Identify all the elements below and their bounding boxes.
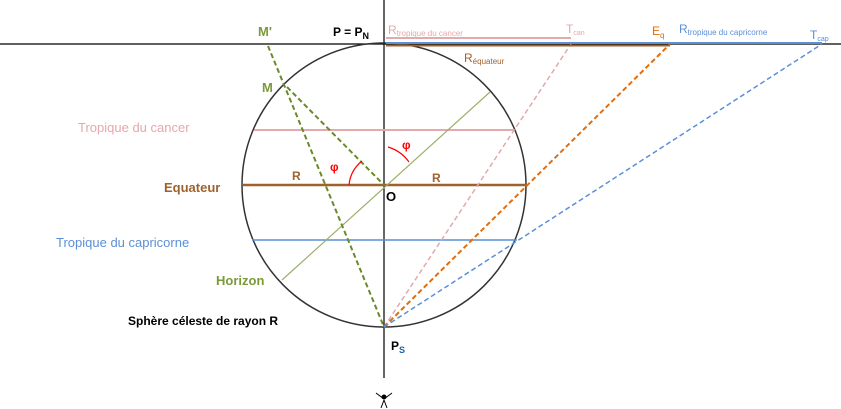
- label-tropic-cancer: Tropique du cancer: [78, 120, 190, 135]
- om-line: [286, 86, 385, 186]
- equator-projection-line: [383, 43, 671, 328]
- label-p-south: PS: [391, 339, 405, 355]
- label-r-left: R: [292, 169, 301, 183]
- label-r-cancer: Rtropique du cancer: [388, 23, 463, 38]
- label-eq: Eq: [652, 24, 664, 40]
- label-r-right: R: [432, 171, 441, 185]
- label-t-cap: Tcap: [810, 28, 829, 43]
- label-r-capricorn: Rtropique du capricorne: [679, 22, 768, 37]
- label-phi-left: φ: [330, 160, 339, 174]
- phi-angle-arc-left: [348, 160, 363, 186]
- horizon-line: [281, 91, 491, 281]
- label-m-prime: M': [258, 24, 272, 39]
- label-horizon: Horizon: [216, 273, 264, 288]
- label-p-north: P = PN: [333, 25, 369, 41]
- label-tropic-capricorn: Tropique du capricorne: [56, 235, 189, 250]
- capricorn-projection-line: [383, 43, 823, 328]
- label-r-equator: Réquateur: [464, 51, 505, 66]
- label-t-can: Tcan: [566, 22, 585, 37]
- label-phi-right: φ: [402, 138, 411, 152]
- label-m: M: [262, 80, 273, 95]
- label-sphere: Sphère céleste de rayon R: [128, 314, 278, 328]
- phi-angle-arc-right: [387, 146, 410, 163]
- m-prime-projection-line: [267, 45, 385, 328]
- observer-eye-icon: [375, 392, 393, 409]
- label-origin: O: [386, 189, 396, 204]
- label-equator: Equateur: [164, 180, 220, 195]
- cancer-projection-line: [383, 43, 572, 328]
